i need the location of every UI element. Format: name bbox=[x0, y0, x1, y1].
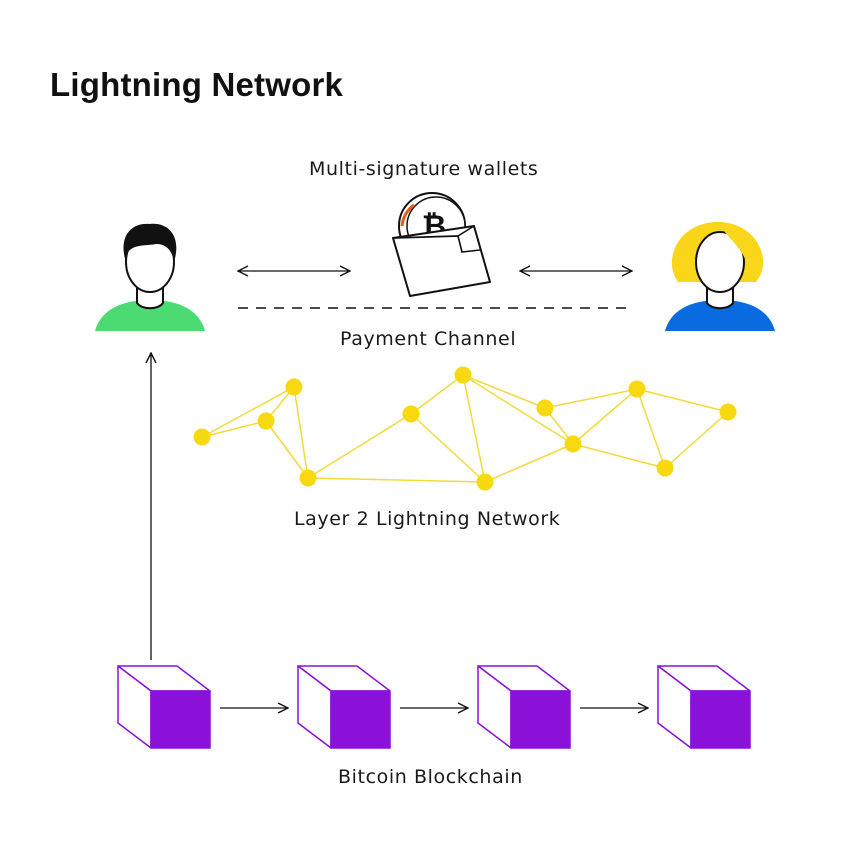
network-edge bbox=[572, 388, 638, 445]
woman-user-icon bbox=[665, 222, 775, 331]
bitcoin-blockchain-label: Bitcoin Blockchain bbox=[338, 766, 523, 788]
network-edge bbox=[201, 386, 295, 438]
network-node bbox=[402, 405, 420, 423]
network-node bbox=[719, 403, 737, 421]
layer2-network-label: Layer 2 Lightning Network bbox=[294, 508, 561, 530]
network-edge bbox=[484, 443, 574, 483]
bitcoin-wallet-icon: ₿ bbox=[392, 192, 491, 297]
man-user-icon bbox=[95, 223, 205, 331]
network-node bbox=[299, 469, 317, 487]
network-edge bbox=[664, 411, 729, 469]
cube-block-icon bbox=[477, 665, 571, 749]
blockchain-blocks bbox=[117, 665, 751, 749]
network-edge bbox=[462, 374, 486, 483]
network-edge bbox=[636, 388, 729, 413]
network-node bbox=[454, 366, 472, 384]
cube-block-icon bbox=[297, 665, 391, 749]
cube-block-icon bbox=[117, 665, 211, 749]
network-edge bbox=[201, 420, 267, 438]
network-edge bbox=[410, 413, 486, 483]
lightning-network-mesh bbox=[193, 366, 737, 491]
payment-channel-label: Payment Channel bbox=[340, 328, 517, 350]
network-edge bbox=[636, 388, 666, 469]
network-node bbox=[476, 473, 494, 491]
network-node bbox=[564, 435, 582, 453]
network-edge bbox=[462, 374, 574, 445]
network-edge bbox=[265, 420, 309, 479]
network-edge bbox=[544, 388, 638, 409]
network-edge bbox=[572, 443, 666, 469]
wallets-label: Multi-signature wallets bbox=[309, 158, 539, 180]
network-node bbox=[536, 399, 554, 417]
network-edge bbox=[410, 374, 464, 415]
network-edge bbox=[293, 386, 309, 479]
network-node bbox=[628, 380, 646, 398]
page-title: Lightning Network bbox=[50, 66, 344, 103]
network-node bbox=[656, 459, 674, 477]
network-edge bbox=[307, 413, 412, 479]
network-node bbox=[257, 412, 275, 430]
network-edge bbox=[462, 374, 546, 409]
network-edge bbox=[307, 477, 486, 483]
network-node bbox=[285, 378, 303, 396]
network-node bbox=[193, 428, 211, 446]
cube-block-icon bbox=[657, 665, 751, 749]
